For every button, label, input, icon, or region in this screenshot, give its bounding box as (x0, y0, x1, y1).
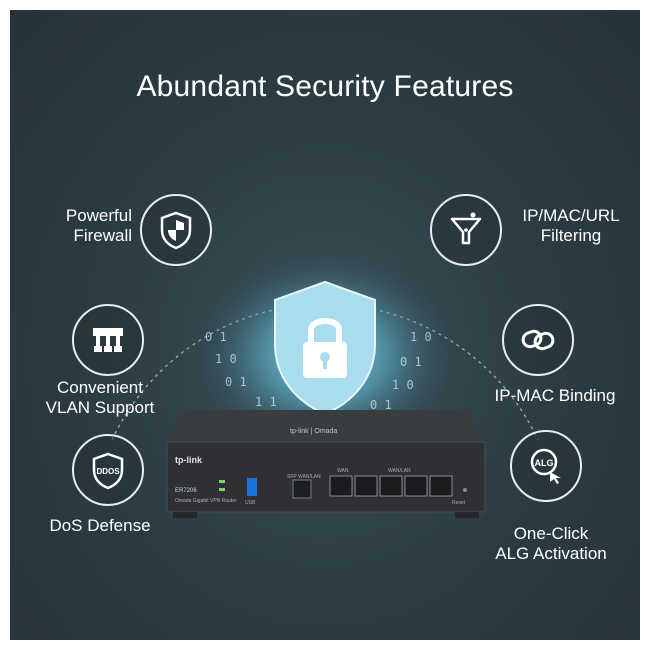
vlan-label-line1: Convenient (56, 378, 143, 397)
binary-text: 0 1 (370, 398, 392, 412)
firewall-label: Powerful Firewall (40, 206, 132, 246)
alg-label-line2: ALG Activation (495, 544, 607, 563)
firewall-label-line1: Powerful (65, 206, 132, 225)
wan-label: WAN (337, 468, 349, 474)
usb-label: USB (245, 500, 256, 506)
dos-label: DoS Defense (49, 516, 151, 535)
sfp-label: SFP WAN/LAN (287, 474, 321, 480)
binding-label: IP-MAC Binding (494, 386, 616, 405)
vlan-label: Convenient VLAN Support (30, 378, 170, 418)
filtering-label: IP/MAC/URL Filtering (516, 206, 626, 246)
binary-text: 1 1 (255, 395, 277, 409)
filtering-label-line1: IP/MAC/URL (522, 206, 620, 225)
ddos-badge-text: DDOS (96, 467, 120, 476)
model-label: ER7206 (175, 488, 197, 494)
binary-text: 1 0 (410, 330, 432, 344)
page-title: Abundant Security Features (136, 70, 514, 103)
filter-icon (430, 194, 502, 266)
ddos-shield-icon: DDOS (72, 434, 144, 506)
filtering-label-line2: Filtering (540, 226, 602, 245)
alg-click-icon: ALG (510, 430, 582, 502)
vlan-label-line2: VLAN Support (45, 398, 155, 417)
vlan-icon (72, 304, 144, 376)
top-logo: tp-link | Omada (290, 428, 338, 435)
link-icon (502, 304, 574, 376)
binary-text: 0 1 (205, 330, 227, 344)
reset-label: Reset (452, 500, 466, 506)
binary-text: 1 0 (392, 378, 414, 392)
alg-badge-text: ALG (535, 458, 554, 468)
binary-text: 0 1 (225, 375, 247, 389)
alg-label-line1: One-Click (513, 524, 589, 543)
model-subtitle: Omada Gigabit VPN Router (175, 498, 237, 504)
brand-logo: tp-link (175, 455, 202, 465)
binary-text: 1 0 (215, 352, 237, 366)
alg-label: One-Click ALG Activation (486, 524, 616, 564)
binary-text: 0 1 (400, 355, 422, 369)
security-shield-icon (274, 280, 376, 416)
wanlan-label: WAN/LAN (388, 468, 411, 474)
shield-firewall-icon (140, 194, 212, 266)
router-device (166, 410, 486, 518)
firewall-label-line2: Firewall (73, 226, 132, 245)
